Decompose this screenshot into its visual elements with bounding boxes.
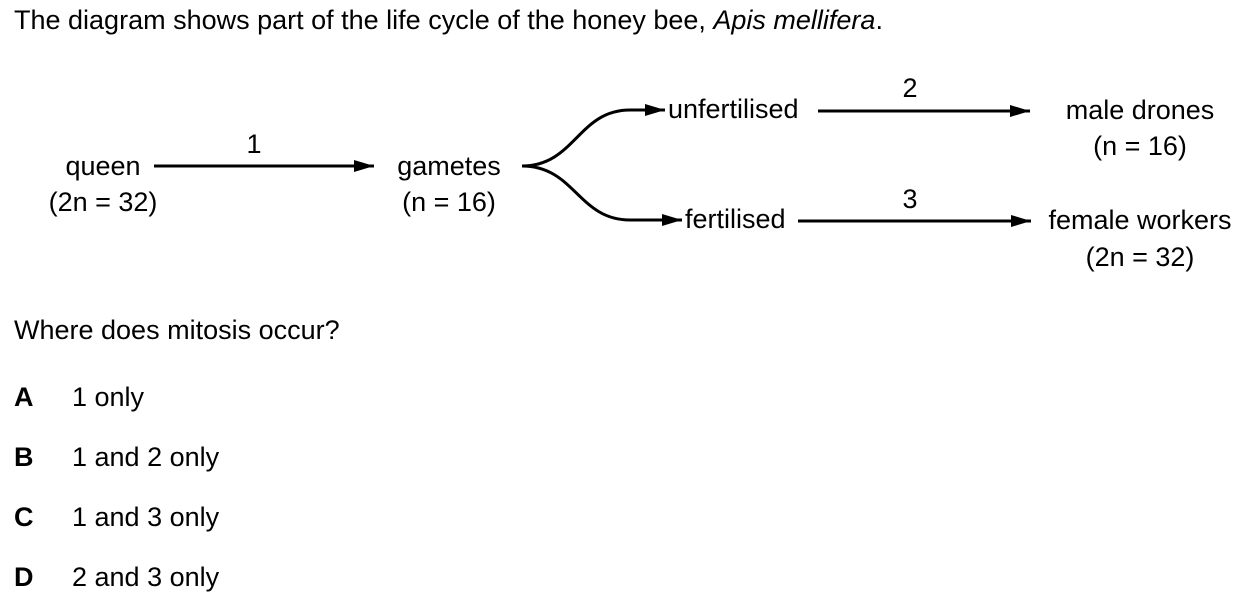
option-letter: B [14, 442, 34, 472]
question-intro: The diagram shows part of the life cycle… [14, 4, 883, 36]
intro-suffix: . [875, 5, 883, 35]
node-drones-ploidy: (n = 16) [1093, 131, 1187, 161]
node-queen-ploidy: (2n = 32) [48, 187, 158, 217]
species-name: Apis mellifera [713, 5, 876, 35]
life-cycle-diagram [154, 104, 1031, 227]
node-unfertilised-label: unfertilised [668, 94, 799, 124]
option-text: 1 and 2 only [72, 442, 220, 472]
option-text: 2 and 3 only [72, 562, 220, 592]
node-gametes-label: gametes [397, 151, 501, 181]
node-drones-label: male drones [1065, 95, 1215, 125]
intro-prefix: The diagram shows part of the life cycle… [14, 5, 714, 35]
option-text: 1 only [72, 382, 145, 412]
branch-fertilised [521, 164, 682, 226]
option-letter: A [14, 382, 34, 412]
node-queen-label: queen [65, 151, 141, 181]
node-gametes-ploidy: (n = 16) [402, 187, 496, 217]
option-letter: D [14, 562, 34, 592]
arrow-2-label: 2 [902, 73, 918, 103]
branch-unfertilised [521, 104, 665, 168]
node-workers-label: female workers [1048, 205, 1232, 235]
question-prompt: Where does mitosis occur? [14, 315, 340, 345]
arrow-1-label: 1 [246, 129, 262, 159]
node-workers-ploidy: (2n = 32) [1085, 242, 1195, 272]
option-text: 1 and 3 only [72, 502, 220, 532]
node-fertilised-label: fertilised [685, 204, 786, 234]
option-letter: C [14, 502, 34, 532]
arrow-3-label: 3 [902, 184, 918, 214]
